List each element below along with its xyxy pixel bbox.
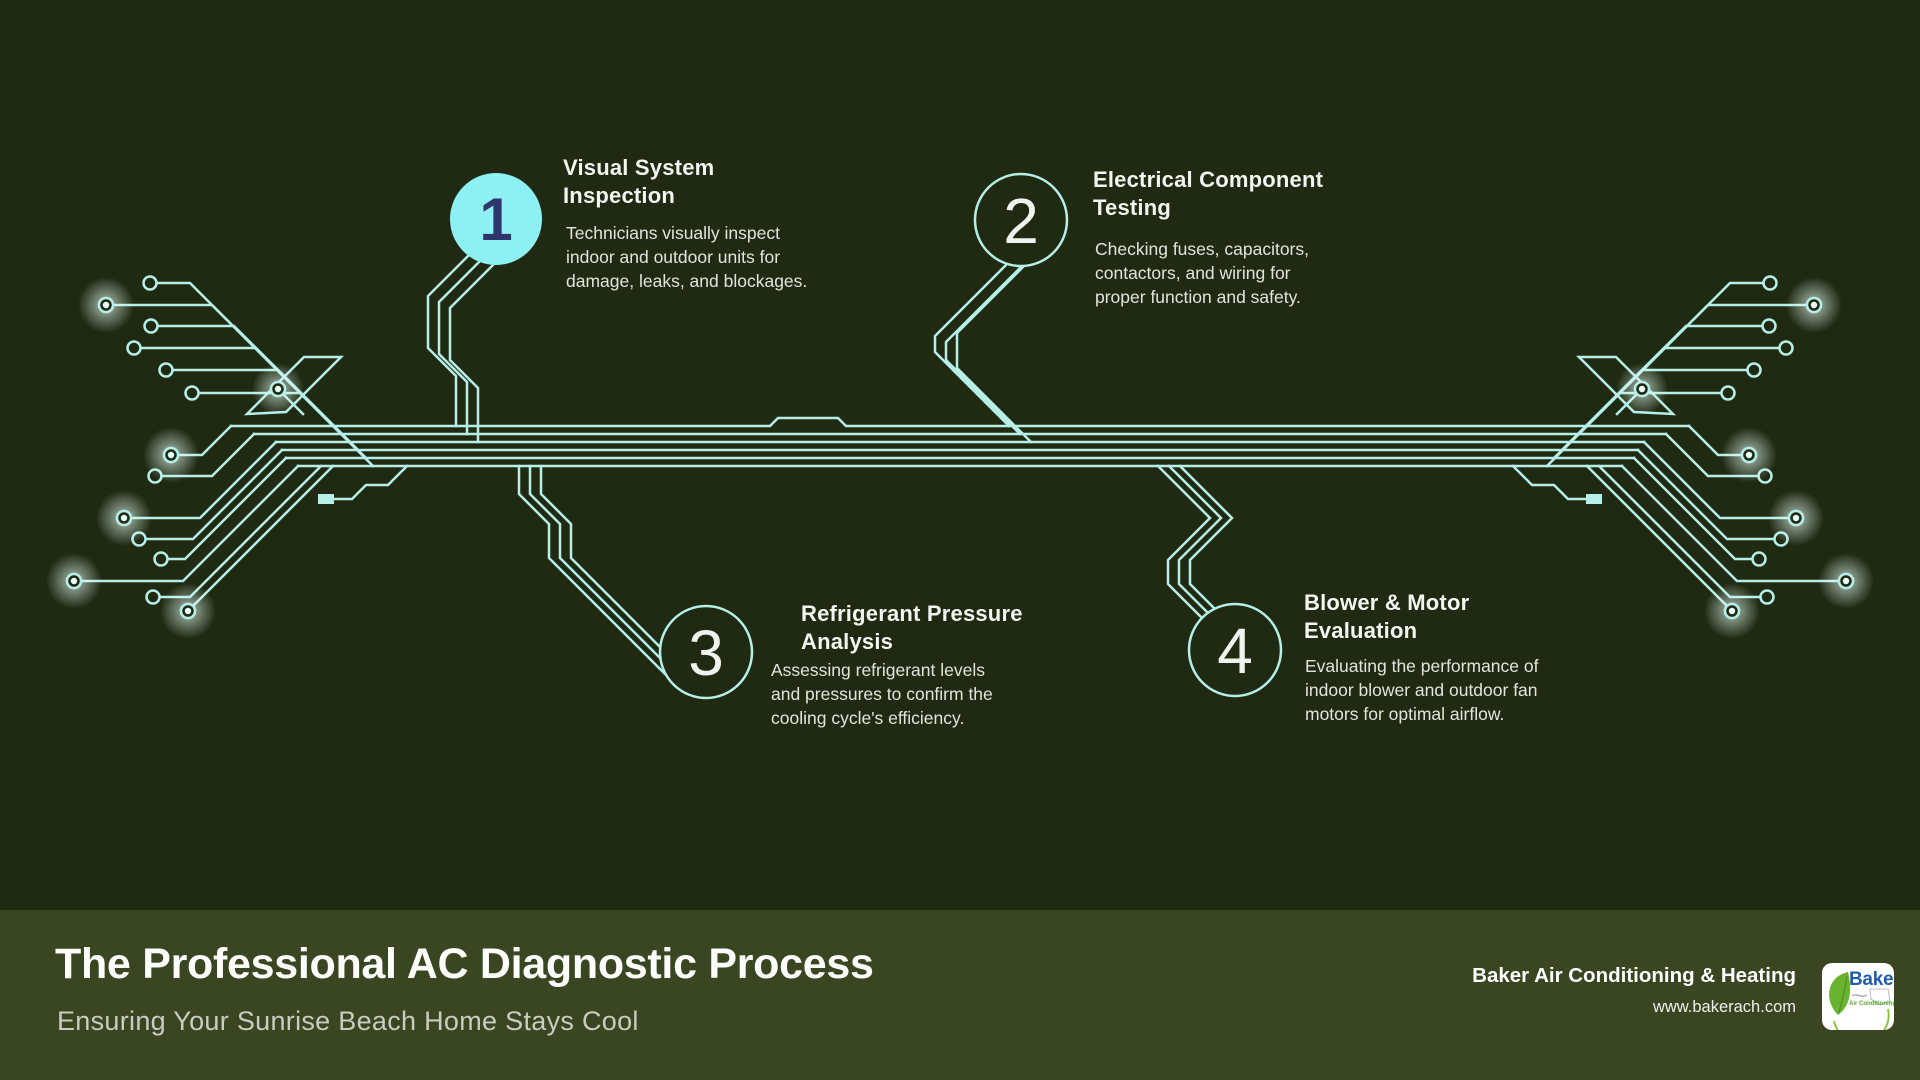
step-3-title: Refrigerant Pressure Analysis (801, 601, 1023, 654)
logo-tagline: Air Conditioning & Heating (1849, 1001, 1894, 1007)
footer-bar: The Professional AC Diagnostic Process E… (0, 910, 1920, 1080)
company-logo: Baker Air Conditioning & Heating (1822, 963, 1894, 1030)
step-4-title: Blower & Motor Evaluation (1304, 590, 1470, 643)
step-2-description: Checking fuses, capacitors, contactors, … (1095, 239, 1309, 307)
step-2-title: Electrical Component Testing (1093, 167, 1324, 220)
logo-wordmark: Baker (1849, 969, 1894, 990)
glowing-terminal-dots (46, 277, 1874, 639)
step-1-node: 1 (450, 173, 542, 265)
step-2-node: 2 (973, 172, 1069, 268)
infographic-title: The Professional AC Diagnostic Process (55, 940, 874, 988)
website-url: www.bakerach.com (1652, 998, 1796, 1016)
terminal-dots (126, 275, 1794, 605)
company-name: Baker Air Conditioning & Heating (1472, 964, 1796, 987)
step-4-number: 4 (1217, 615, 1253, 687)
logo-leaf-icon (1829, 972, 1891, 1030)
infographic-subtitle: Ensuring Your Sunrise Beach Home Stays C… (57, 1006, 639, 1036)
step-4-description: Evaluating the performance of indoor blo… (1305, 656, 1539, 724)
left-fanout-traces (72, 281, 409, 613)
step-4-node: 4 (1187, 602, 1283, 698)
step-branch-traces (426, 232, 1261, 683)
step-3-number: 3 (688, 617, 724, 689)
step-1-description: Technicians visually inspect indoor and … (566, 223, 808, 291)
step-1-number: 1 (479, 186, 512, 253)
step-2-number: 2 (1003, 185, 1039, 257)
bus-traces (229, 416, 1691, 468)
right-fanout-traces (1511, 281, 1848, 613)
step-3-description: Assessing refrigerant levels and pressur… (771, 660, 993, 728)
step-3-node: 3 (658, 604, 754, 700)
step-1-title: Visual System Inspection (563, 155, 715, 208)
